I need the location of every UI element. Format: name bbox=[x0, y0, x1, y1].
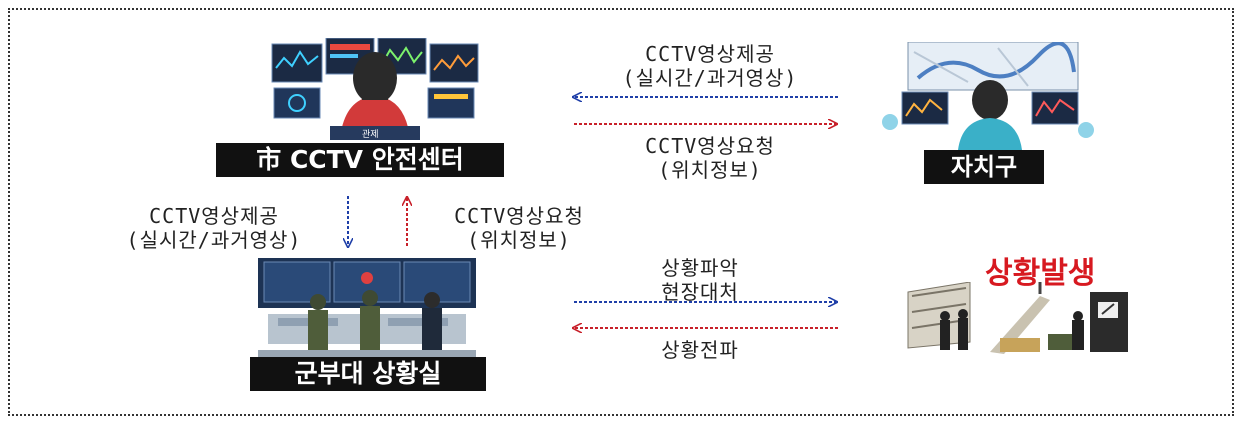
edge-line1: CCTV영상요청 bbox=[645, 134, 775, 158]
edge-line2: 현장대처 bbox=[661, 280, 739, 304]
district-illustration bbox=[878, 42, 1098, 150]
edge-line1: 상황파악 bbox=[661, 256, 739, 280]
edge-line1: CCTV영상제공 bbox=[149, 204, 279, 228]
edge-label-situation-to-military: 상황전파 bbox=[600, 338, 800, 362]
monitor-caption: 관제 bbox=[362, 130, 379, 140]
node-district: 자치구 bbox=[924, 150, 1044, 184]
edge-line2: (실시간/과거영상) bbox=[126, 228, 302, 252]
edge-label-military-to-center: CCTV영상요청 (위치정보) bbox=[414, 204, 624, 252]
edge-line1: 상황전파 bbox=[661, 338, 739, 362]
diagram-frame bbox=[8, 8, 1234, 416]
military-illustration bbox=[258, 258, 476, 360]
cctv-center-illustration: 관제 bbox=[270, 38, 480, 143]
edge-line2: (실시간/과거영상) bbox=[622, 66, 798, 90]
edge-line2: (위치정보) bbox=[467, 228, 571, 252]
situation-illustration bbox=[900, 282, 1140, 360]
edge-label-district-to-center: CCTV영상요청 (위치정보) bbox=[590, 134, 830, 182]
node-military: 군부대 상황실 bbox=[250, 357, 486, 391]
edge-line1: CCTV영상요청 bbox=[454, 204, 584, 228]
edge-label-military-to-situation: 상황파악 현장대처 bbox=[600, 256, 800, 304]
edge-label-center-to-district: CCTV영상제공 (실시간/과거영상) bbox=[590, 42, 830, 90]
node-cctv-center: 市 CCTV 안전센터 bbox=[216, 143, 504, 177]
edge-line2: (위치정보) bbox=[658, 158, 762, 182]
edge-line1: CCTV영상제공 bbox=[645, 42, 775, 66]
edge-label-center-to-military: CCTV영상제공 (실시간/과거영상) bbox=[92, 204, 336, 252]
